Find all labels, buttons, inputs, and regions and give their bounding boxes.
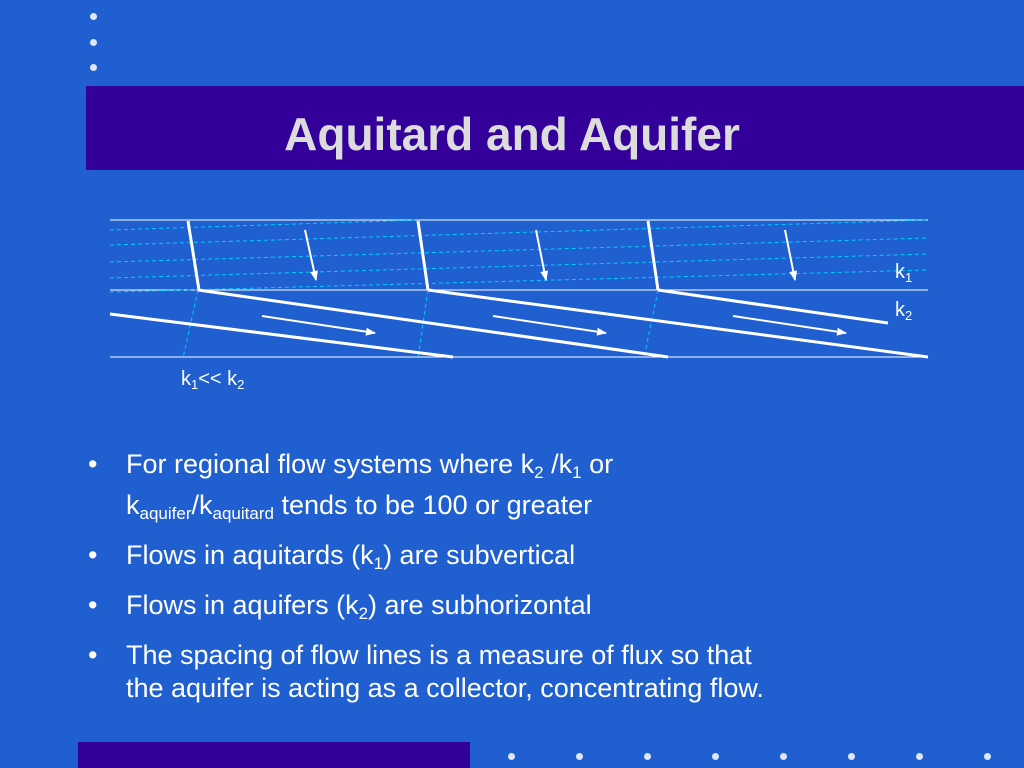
bullet-text: ) are subvertical — [383, 540, 576, 570]
k-relation-label: k1<< k2 — [181, 368, 245, 392]
bullet-subscript: aquifer — [139, 504, 192, 523]
bullet-text: Flows in aquitards (k — [126, 540, 374, 570]
bullet-text: For regional flow systems where k — [126, 449, 535, 479]
bullet-subscript: aquitard — [212, 504, 274, 523]
decor-dot — [90, 13, 97, 20]
arrow-down — [784, 229, 798, 281]
slide-title: Aquitard and Aquifer — [284, 108, 740, 160]
arrow-down — [304, 229, 318, 281]
bullet-text: tends to be 100 or greater — [273, 490, 593, 520]
decor-dot — [848, 753, 855, 760]
decor-dot — [780, 753, 787, 760]
bullet-item: The spacing of flow lines is a measure o… — [86, 639, 966, 705]
bullet-text: the aquifer is acting as a collector, co… — [126, 673, 764, 703]
aquifer-flow-lines — [109, 288, 929, 359]
bullet-subscript: 2 — [358, 604, 369, 623]
decor-dot — [508, 753, 515, 760]
bullet-text: /k — [543, 449, 573, 479]
decor-dot — [984, 753, 991, 760]
bullet-item: For regional flow systems where k2 /k1 o… — [86, 448, 966, 530]
decor-dot — [916, 753, 923, 760]
bullet-subscript: 1 — [572, 463, 582, 482]
aquitard-flow-lines — [186, 220, 660, 291]
arrow-right — [261, 315, 376, 336]
arrow-right — [492, 315, 607, 336]
bullet-text: Flows in aquifers (k — [126, 590, 359, 620]
title-bar: Aquitard and Aquifer — [86, 86, 1024, 170]
bullet-text: /k — [191, 490, 213, 520]
decor-dot — [576, 753, 583, 760]
bullet-text: or — [581, 449, 614, 479]
bullet-list: For regional flow systems where k2 /k1 o… — [86, 448, 966, 714]
decor-dot — [90, 64, 97, 71]
bottom-bar — [78, 742, 470, 768]
flow-arrows — [261, 229, 847, 336]
equipotential-lines — [109, 219, 929, 359]
arrow-down — [535, 229, 549, 281]
bullet-text: ) are subhorizontal — [368, 590, 592, 620]
bullet-text: k — [126, 490, 140, 520]
arrow-right — [732, 315, 847, 336]
bullet-subscript: 1 — [373, 554, 384, 573]
bullet-subscript: 2 — [534, 463, 544, 482]
bullet-item: Flows in aquifers (k2) are subhorizontal — [86, 589, 966, 630]
decor-dot — [644, 753, 651, 760]
decor-dot — [712, 753, 719, 760]
bullet-text: The spacing of flow lines is a measure o… — [126, 640, 752, 670]
decor-dot — [90, 39, 97, 46]
k1-label: k1 — [895, 261, 913, 285]
k2-label: k2 — [895, 299, 913, 323]
bullet-item: Flows in aquitards (k1) are subvertical — [86, 539, 966, 580]
